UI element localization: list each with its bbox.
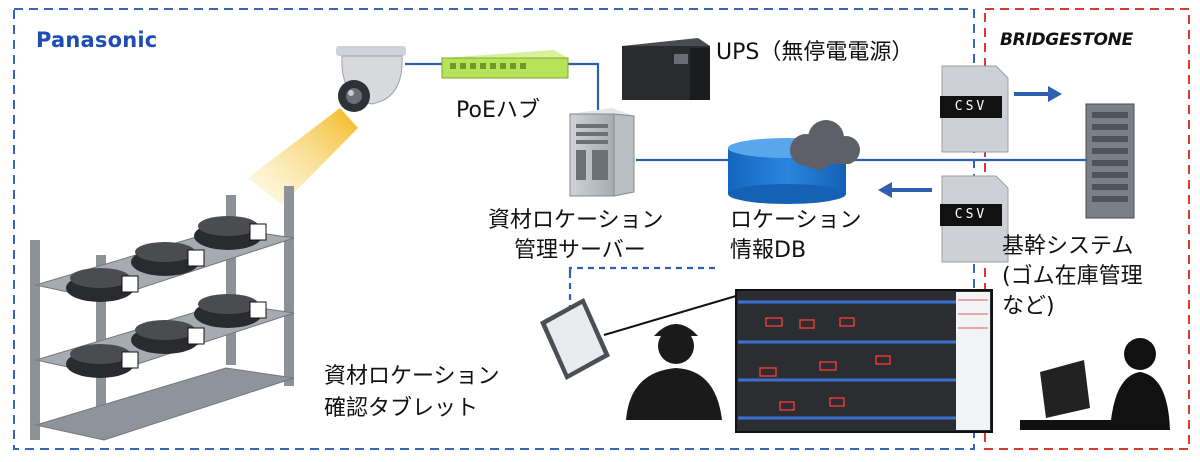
core-system-label-line1: 基幹システム (1002, 234, 1134, 259)
tablet-label-line2: 確認タブレット (324, 396, 479, 421)
cloud-icon (790, 120, 860, 170)
csv-label-top: CSV (940, 96, 1002, 118)
confirmation-tablet-icon (540, 298, 610, 380)
camera-view-beam (248, 108, 358, 205)
tablet-label-line1: 資材ロケーション (324, 364, 500, 389)
material-rack-icon (30, 186, 295, 441)
core-system-server-icon (1085, 103, 1135, 219)
ups-label: UPS（無停電電源） (716, 40, 914, 65)
panasonic-logo: Panasonic (36, 28, 158, 52)
ups-icon (622, 38, 710, 100)
poe-hub-label: PoEハブ (456, 98, 540, 123)
db-label-line1: ロケーション (730, 208, 862, 233)
ptz-camera-icon (336, 46, 406, 112)
tablet-to-screen-line (603, 295, 737, 336)
bridgestone-logo: BRIDGESTONE (1000, 30, 1133, 50)
import-arrow-icon (878, 182, 932, 198)
core-system-label-line2: (ゴム在庫管理 (1002, 264, 1143, 289)
panasonic-region-border (13, 8, 975, 450)
export-arrow-icon (1014, 86, 1062, 102)
bridgestone-region-border (984, 8, 1190, 450)
network-links (405, 62, 1086, 318)
server-label-line2: 管理サーバー (514, 238, 646, 263)
poe-hub-icon (441, 50, 569, 79)
office-operator-silhouette (1020, 338, 1170, 430)
link-server-tablet-dashed (568, 266, 720, 272)
management-server-icon (569, 108, 635, 197)
csv-label-bottom: CSV (940, 204, 1002, 226)
core-system-label-line3: など) (1002, 294, 1055, 319)
db-label-line2: 情報DB (730, 238, 807, 263)
monitoring-screen-thumbnail (735, 289, 993, 433)
tablet-operator-silhouette (626, 324, 722, 420)
link-poe-server (566, 62, 600, 110)
server-label-line1: 資材ロケーション (488, 208, 664, 233)
